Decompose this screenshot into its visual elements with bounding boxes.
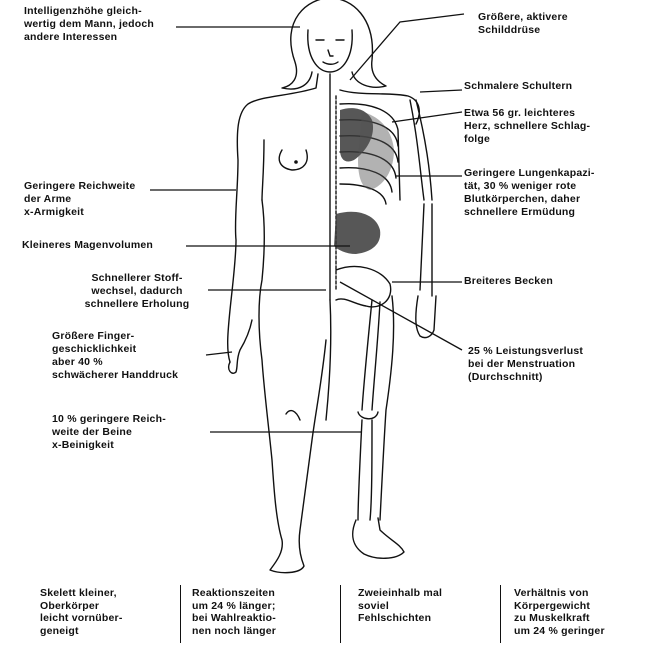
left-hand bbox=[229, 320, 252, 373]
label-stomach: Kleineres Magenvolumen bbox=[22, 239, 153, 252]
label-thyroid: Größere, aktivere Schilddrüse bbox=[478, 11, 568, 37]
label-legs: 10 % geringere Reich- weite der Beine x-… bbox=[52, 413, 166, 452]
right-humerus bbox=[410, 100, 432, 200]
callout-shoulders bbox=[420, 90, 462, 92]
label-heart: Etwa 56 gr. leichteres Herz, schnellere … bbox=[464, 107, 590, 146]
face-eyes bbox=[316, 40, 344, 64]
label-fingers: Größere Finger- geschicklichkeit aber 40… bbox=[52, 330, 178, 382]
footer-divider bbox=[340, 585, 341, 643]
label-menstruation: 25 % Leistungsverlust bei der Menstruati… bbox=[468, 345, 583, 384]
right-femur bbox=[358, 300, 380, 419]
label-shoulders: Schmalere Schultern bbox=[464, 80, 572, 93]
right-forearm bbox=[416, 204, 436, 338]
callout-menstruation bbox=[340, 282, 462, 350]
stomach-organ bbox=[334, 212, 380, 254]
label-metabolism: Schnellerer Stoff- wechsel, dadurch schn… bbox=[62, 272, 212, 311]
label-arm-reach: Geringere Reichweite der Arme x-Armigkei… bbox=[24, 180, 135, 219]
lung-organ bbox=[358, 112, 394, 190]
breast-outline bbox=[279, 150, 307, 170]
footer-absences: Zweieinhalb mal soviel Fehlschichten bbox=[358, 587, 442, 625]
left-arm-inner bbox=[262, 140, 264, 200]
label-intelligence: Intelligenzhöhe gleich- wertig dem Mann,… bbox=[24, 5, 154, 44]
right-leg-outline bbox=[380, 296, 394, 520]
footer-divider bbox=[180, 585, 181, 643]
label-pelvis: Breiteres Becken bbox=[464, 275, 553, 288]
callout-heart bbox=[392, 112, 462, 122]
face-outline bbox=[308, 30, 352, 72]
footer-divider bbox=[500, 585, 501, 643]
pelvis bbox=[336, 266, 391, 306]
footer-skeleton: Skelett kleiner, Oberkörper leicht vornü… bbox=[40, 587, 123, 637]
right-foot bbox=[353, 518, 404, 558]
right-tibia bbox=[358, 420, 372, 520]
hair-outline bbox=[282, 0, 386, 89]
label-lungs: Geringere Lungenkapazi- tät, 30 % wenige… bbox=[464, 167, 595, 219]
footer-muscle-ratio: Verhältnis von Körpergewicht zu Muskelkr… bbox=[514, 587, 605, 637]
footer-reaction: Reaktionszeiten um 24 % länger; bei Wahl… bbox=[192, 587, 276, 637]
body-left-outline bbox=[228, 74, 326, 573]
